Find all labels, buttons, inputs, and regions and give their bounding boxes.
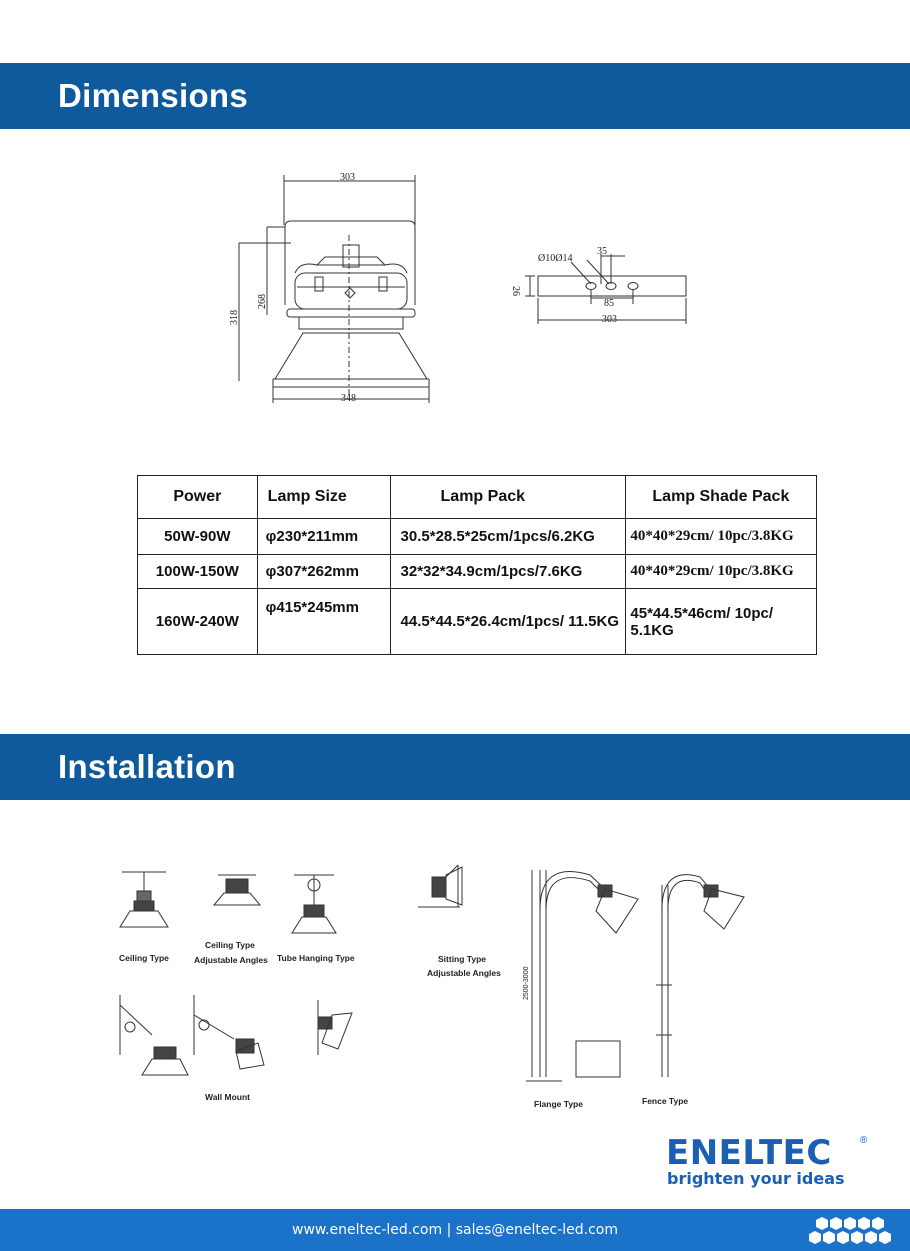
caption-fence-type: Fence Type: [642, 1096, 688, 1106]
dim-bracket-spacing: 85: [604, 298, 614, 309]
dim-bracket-length: 303: [602, 314, 617, 325]
dim-height-total: 318: [229, 310, 240, 325]
caption-ceiling-adjustable-2: Adjustable Angles: [194, 955, 268, 965]
header-power: Power: [137, 475, 258, 519]
cell-shade: 45*44.5*46cm/ 10pc/ 5.1KG: [625, 588, 817, 655]
cell-power: 100W-150W: [137, 554, 258, 589]
table-row: 160W-240W φ415*245mm 44.5*44.5*26.4cm/1p…: [137, 588, 817, 655]
header-lamp-shade-pack: Lamp Shade Pack: [625, 475, 817, 519]
caption-flange-type: Flange Type: [534, 1099, 583, 1109]
dim-bracket-offset: 35: [597, 246, 607, 257]
brand-logo: ENELTEC ® brighten your ideas: [664, 1133, 874, 1193]
dimensions-header: Dimensions: [0, 63, 910, 129]
cell-pack: 32*32*34.9cm/1pcs/7.6KG: [389, 554, 627, 589]
caption-wall-mount: Wall Mount: [205, 1092, 250, 1102]
table-row: 100W-150W φ307*262mm 32*32*34.9cm/1pcs/7…: [137, 554, 817, 589]
cell-shade: 40*40*29cm/ 10pc/3.8KG: [625, 554, 817, 589]
header-lamp-size: Lamp Size: [256, 475, 391, 519]
caption-sitting-2: Adjustable Angles: [427, 968, 501, 978]
cell-pack: 44.5*44.5*26.4cm/1pcs/ 11.5KG: [389, 588, 627, 655]
table-header-row: Power Lamp Size Lamp Pack Lamp Shade Pac…: [137, 475, 817, 519]
dim-height-body: 268: [257, 294, 268, 309]
installation-title: Installation: [58, 748, 236, 785]
caption-sitting-1: Sitting Type: [438, 954, 486, 964]
lamp-dimension-drawing: 303 318 268 348: [229, 172, 430, 404]
brand-tagline: brighten your ideas: [667, 1169, 845, 1188]
footer-bar: www.eneltec-led.com | sales@eneltec-led.…: [0, 1209, 910, 1251]
cell-size: φ307*262mm: [256, 554, 391, 589]
cell-power: 160W-240W: [137, 588, 258, 655]
registered-mark: ®: [860, 1135, 868, 1146]
installation-drawings: Ceiling Type Ceiling Type Adjustable Ang…: [119, 864, 745, 1109]
footer-contact[interactable]: www.eneltec-led.com | sales@eneltec-led.…: [292, 1222, 618, 1238]
bracket-dimension-drawing: Ø10Ø14 35 26 85 303: [510, 246, 687, 325]
cell-power: 50W-90W: [137, 518, 258, 555]
dim-pole-height: 2500-3000: [523, 966, 530, 1000]
dim-bracket-height: 26: [510, 286, 521, 296]
caption-ceiling-type: Ceiling Type: [119, 953, 169, 963]
spec-table: Power Lamp Size Lamp Pack Lamp Shade Pac…: [137, 475, 817, 655]
header-lamp-pack: Lamp Pack: [389, 475, 627, 519]
caption-ceiling-adjustable-1: Ceiling Type: [205, 940, 255, 950]
caption-tube-hanging: Tube Hanging Type: [277, 953, 355, 963]
cell-pack: 30.5*28.5*25cm/1pcs/6.2KG: [389, 518, 627, 555]
dim-bracket-holes: Ø10Ø14: [538, 253, 572, 264]
dim-width-bottom: 348: [341, 393, 356, 404]
brand-name: ENELTEC: [666, 1133, 832, 1173]
cell-shade: 40*40*29cm/ 10pc/3.8KG: [625, 518, 817, 555]
dim-width-top: 303: [340, 172, 355, 183]
installation-header: Installation: [0, 734, 910, 800]
cell-size: φ415*245mm: [256, 588, 391, 655]
hexagon-pattern-icon: [809, 1217, 891, 1244]
table-row: 50W-90W φ230*211mm 30.5*28.5*25cm/1pcs/6…: [137, 518, 817, 555]
dimensions-title: Dimensions: [58, 77, 249, 114]
cell-size: φ230*211mm: [256, 518, 391, 555]
